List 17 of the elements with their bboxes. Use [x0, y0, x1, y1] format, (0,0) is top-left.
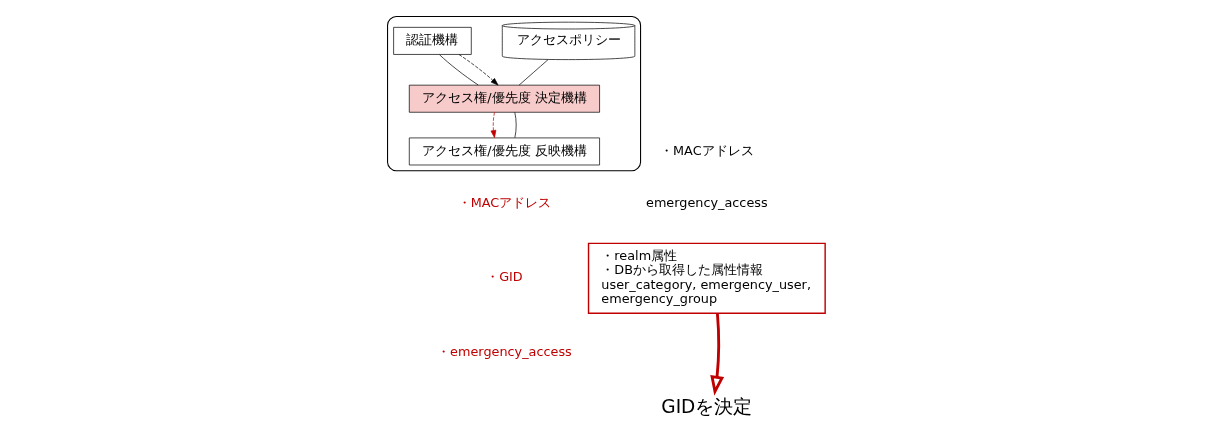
cluster	[386, 16, 641, 172]
node-text: GIDを決定	[660, 395, 752, 417]
arrow	[490, 112, 496, 138]
connector	[518, 59, 548, 86]
label: emergency_access	[645, 195, 768, 211]
label: ・GID	[485, 269, 523, 285]
node-box: 認証機構	[392, 27, 472, 55]
node-box: アクセス権/優先度 反映機構	[408, 137, 600, 166]
label: ・MACアドレス	[457, 195, 551, 211]
label: ・MACアドレス	[659, 142, 754, 158]
connector	[513, 112, 517, 138]
arrow	[709, 313, 724, 396]
node-box: アクセス権/優先度 決定機構	[408, 84, 600, 113]
node-box: ・realm属性 ・DBから取得した属性情報 user_category, emergency_user, emergency_group	[587, 242, 826, 314]
arrow	[458, 54, 498, 86]
connector	[438, 54, 479, 86]
label: ・emergency_access	[436, 343, 572, 359]
